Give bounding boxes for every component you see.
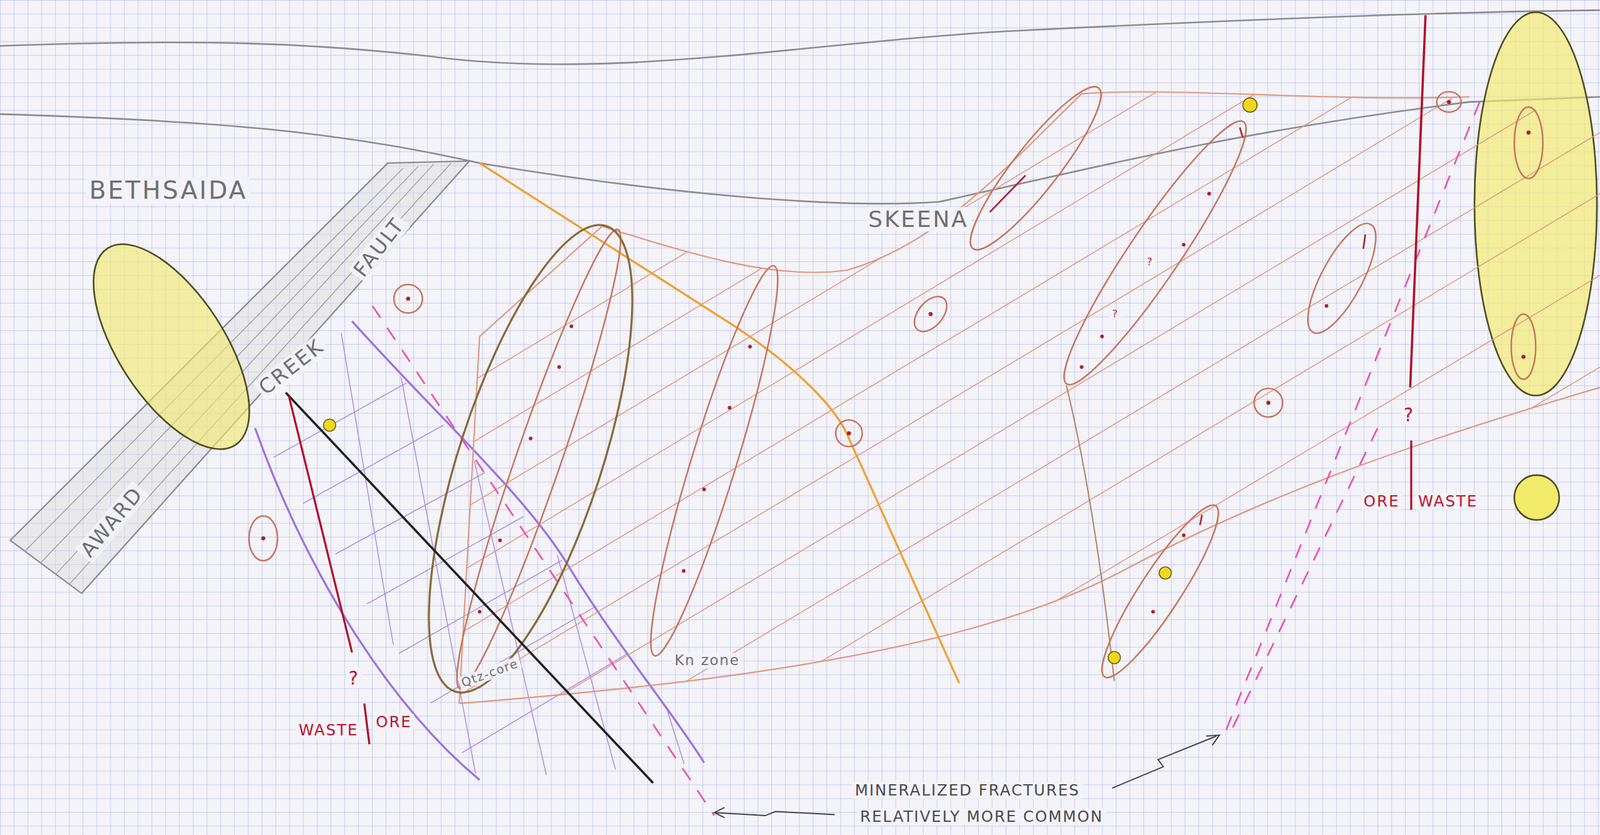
quartz-core-outline [386,203,675,714]
dyke-line [286,392,654,784]
uncertain-mark: ? [1401,405,1418,426]
mineral-ellipses [249,74,1543,696]
zone-note: Kn zone [672,653,743,670]
uncertain-mark: ? [1144,256,1156,268]
pink-fractures [372,102,1480,816]
note-text: RELATIVELY MORE COMMON [857,809,1106,827]
zone-label: WASTE [296,721,361,739]
fracture-pattern [428,50,1600,835]
zone-label: ORE [1361,493,1402,511]
yellow-bodies [62,12,1597,521]
ore-waste-line [1409,15,1426,388]
callout-arrows [714,735,1220,819]
contact-line [479,163,960,684]
ore-waste-line [1409,440,1412,511]
gold-dots [323,97,1258,665]
mineral-dots [260,99,1531,614]
zone-label: ORE [373,713,414,731]
ore-waste-line [364,703,370,745]
purple-zone [234,244,816,796]
zone-label: WASTE [1415,493,1481,511]
ore-waste-line [288,395,352,653]
fault-band [10,161,470,594]
surface-lines [0,10,1600,204]
formation-name: SKEENA [865,206,971,232]
mineral-ticks [989,127,1366,525]
formation-name: BETHSAIDA [86,177,251,205]
uncertain-mark: ? [1109,308,1121,320]
uncertain-mark: ? [346,668,363,689]
note-text: MINERALIZED FRACTURES [852,782,1083,800]
